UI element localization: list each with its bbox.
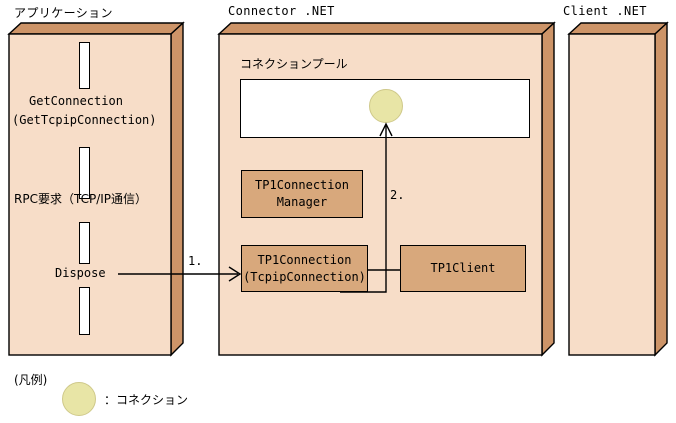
tp1connection-manager-line-2: Manager — [276, 195, 328, 209]
connection-pool-label: コネクションプール — [240, 57, 348, 71]
arrow-head-1 — [228, 266, 242, 282]
tp1connection-manager-line-1: TP1Connection — [255, 178, 349, 192]
arrow-label-1: 1. — [188, 254, 203, 268]
arrow-label-2: 2. — [390, 188, 405, 202]
tp1connection-box: TP1Connection (TcpipConnection) — [241, 245, 368, 292]
panel-title-client: Client .NET — [563, 4, 647, 18]
tp1connection-line-1: TP1Connection — [257, 252, 352, 267]
legend-connection-circle — [62, 382, 96, 416]
arrow-head-2 — [379, 122, 393, 137]
panel-title-connector: Connector .NET — [228, 4, 335, 18]
tp1client-line-1: TP1Client — [430, 261, 496, 275]
app-label-gettcpipconnection: (GetTcpipConnection) — [12, 113, 157, 127]
application-panel-shape — [7, 21, 185, 357]
arrow-tp1connection-to-pool — [340, 125, 387, 293]
app-label-getconnection: GetConnection — [29, 94, 123, 108]
application-panel — [7, 21, 185, 357]
tp1connection-manager-box: TP1Connection Manager — [241, 170, 363, 218]
legend-label: ：コネクション — [104, 393, 189, 407]
app-label-rpc-request: RPC要求（TCP/IP通信） — [14, 192, 148, 206]
lifeline-bar-3 — [79, 222, 90, 264]
app-label-dispose: Dispose — [55, 266, 106, 280]
legend-title: (凡例) — [14, 373, 48, 387]
client-panel-shape — [567, 21, 669, 357]
client-panel — [567, 21, 669, 357]
tp1client-box: TP1Client — [400, 245, 526, 292]
panel-title-application: アプリケーション — [14, 6, 113, 20]
tp1connection-line-2: (TcpipConnection) — [243, 269, 366, 284]
lifeline-bar-2 — [79, 147, 90, 199]
lifeline-bar-1 — [79, 42, 90, 89]
lifeline-bar-4 — [79, 287, 90, 335]
